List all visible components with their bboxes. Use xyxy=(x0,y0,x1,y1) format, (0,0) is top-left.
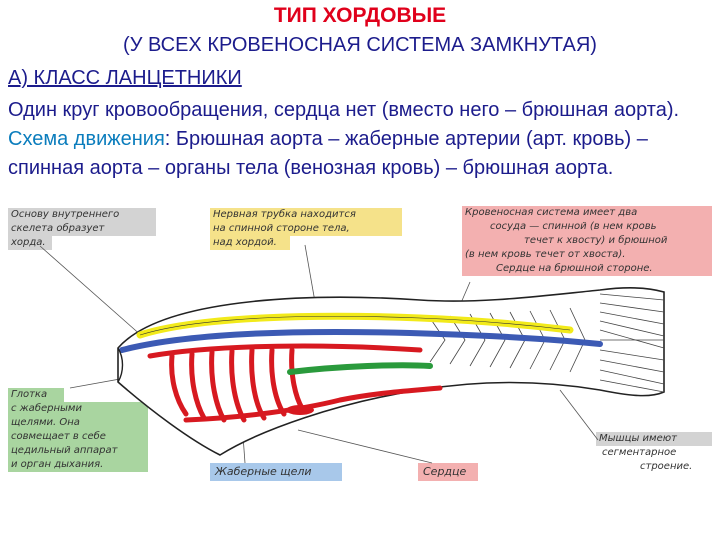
body-outline xyxy=(117,287,665,456)
pharynx-label-line1: Глотка xyxy=(11,389,48,400)
heart-text: Сердце xyxy=(423,465,467,478)
nerve-label-line1: Нервная трубка находится xyxy=(213,209,356,220)
blood-label-line2: сосуда — спинной (в нем кровь xyxy=(490,221,657,232)
nerve-label-line3: над хордой. xyxy=(213,237,277,248)
tail-fin xyxy=(599,293,665,393)
muscles-label-line3: строение. xyxy=(640,461,693,472)
dorsal-aorta xyxy=(147,343,423,359)
paragraph-part2: : Брюшная аорта – жаберные артерии (арт.… xyxy=(8,128,648,179)
heart-region xyxy=(286,405,314,415)
pharynx-label-line2: с жаберными xyxy=(11,403,82,414)
chord-label-line2: скелета образует xyxy=(11,223,105,234)
chord-label-line3: хорда. xyxy=(11,237,46,248)
gill-slits-text: Жаберные щели xyxy=(215,465,312,478)
blood-label-line4: (в нем кровь течет от хвоста). xyxy=(465,249,626,260)
mouth xyxy=(117,347,124,383)
paragraph-part1: Один круг кровообращения, сердца нет (вм… xyxy=(8,99,680,121)
chord-label-line1: Основу внутреннего xyxy=(11,209,120,220)
pharynx-label-line6: и орган дыхания. xyxy=(11,459,104,470)
pharynx-label-line5: цедильный аппарат xyxy=(11,445,118,456)
ventral-aorta xyxy=(183,385,443,423)
blood-label-line5: Сердце на брюшной стороне. xyxy=(496,263,653,274)
blood-label-line3: течет к хвосту) и брюшной xyxy=(524,235,668,246)
pharynx-label-line3: щелями. Она xyxy=(11,417,80,428)
blood-label-line1: Кровеносная система имеет два xyxy=(465,207,638,218)
page-subtitle: (У ВСЕХ КРОВЕНОСНАЯ СИСТЕМА ЗАМКНУТАЯ) xyxy=(123,34,597,56)
chord xyxy=(119,328,603,353)
description-paragraph: Один круг кровообращения, сердца нет (вм… xyxy=(8,96,714,200)
lancelet-diagram xyxy=(39,244,665,464)
page-title: ТИП ХОРДОВЫЕ xyxy=(273,4,447,27)
scheme-label: Схема движения xyxy=(8,128,165,150)
muscles-label-line2: сегментарное xyxy=(602,447,677,458)
class-heading: А) КЛАСС ЛАНЦЕТНИКИ xyxy=(8,67,242,89)
pharynx-label-line4: совмещает в себе xyxy=(11,431,106,442)
gut xyxy=(287,362,433,375)
nerve-label-line2: на спинной стороне тела, xyxy=(213,223,350,234)
muscles-label-line1: Мышцы имеют xyxy=(599,433,677,444)
